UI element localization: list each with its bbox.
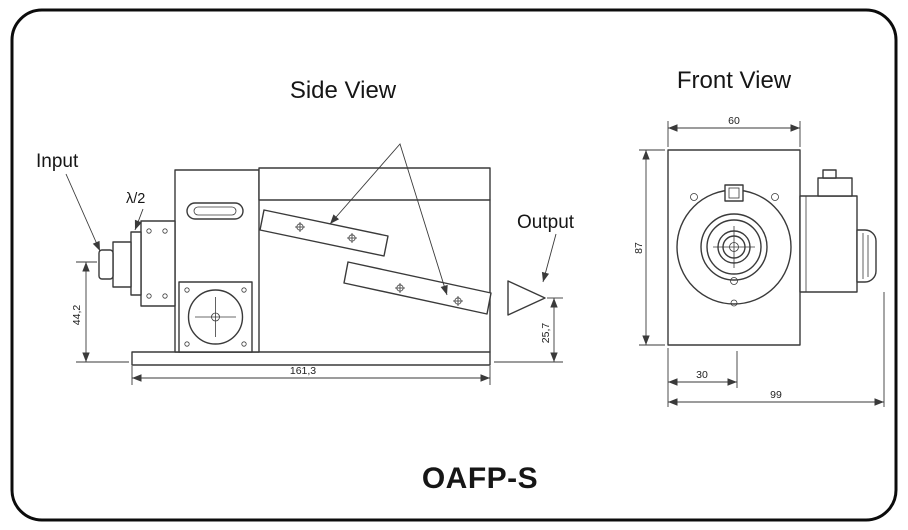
- waveplate-leader-arrow: [134, 208, 144, 231]
- dimension-depth: 99: [668, 292, 885, 407]
- side-main-body: [131, 167, 491, 366]
- dim-axis-offset-label: 30: [696, 369, 708, 381]
- input-coupler-assembly: [98, 220, 176, 307]
- mount-plate: [178, 281, 253, 353]
- front-main-body: [667, 149, 801, 346]
- dimension-base-length: 161,3: [131, 365, 491, 385]
- waveplate-label: λ/2: [126, 191, 145, 207]
- handle: [186, 202, 244, 220]
- output-beam-arrow: [507, 280, 546, 316]
- dimension-axis-offset: 30: [667, 348, 738, 407]
- front-view-title: Front View: [677, 67, 792, 94]
- waveplate-element: [130, 231, 142, 296]
- input-leader-arrow: [65, 173, 101, 252]
- input-label: Input: [36, 151, 79, 172]
- mirror-arms-leader-arrows: [329, 143, 448, 296]
- side-view: Side View: [36, 77, 575, 385]
- dimension-input-height: 44,2: [71, 261, 129, 363]
- dim-depth-label: 99: [770, 389, 782, 401]
- output-label: Output: [517, 212, 575, 233]
- drawing-border: [10, 8, 898, 522]
- dim-output-height-label: 25,7: [540, 323, 552, 344]
- dimension-front-height: 87: [633, 149, 665, 346]
- dim-input-height-label: 44,2: [71, 305, 83, 326]
- dim-front-width-label: 60: [728, 115, 740, 127]
- product-name: OAFP-S: [422, 462, 538, 495]
- output-leader-arrow: [541, 233, 557, 283]
- side-view-title: Side View: [290, 77, 397, 104]
- dimension-output-height: 25,7: [494, 297, 563, 363]
- dim-front-height-label: 87: [633, 242, 645, 254]
- side-port-assembly: [799, 169, 877, 293]
- front-view: Front View: [633, 67, 885, 407]
- top-adjuster-block: [724, 184, 744, 202]
- dimension-front-width: 60: [667, 115, 801, 147]
- dim-base-length-label: 161,3: [290, 365, 316, 377]
- adjustment-knob: [856, 229, 877, 283]
